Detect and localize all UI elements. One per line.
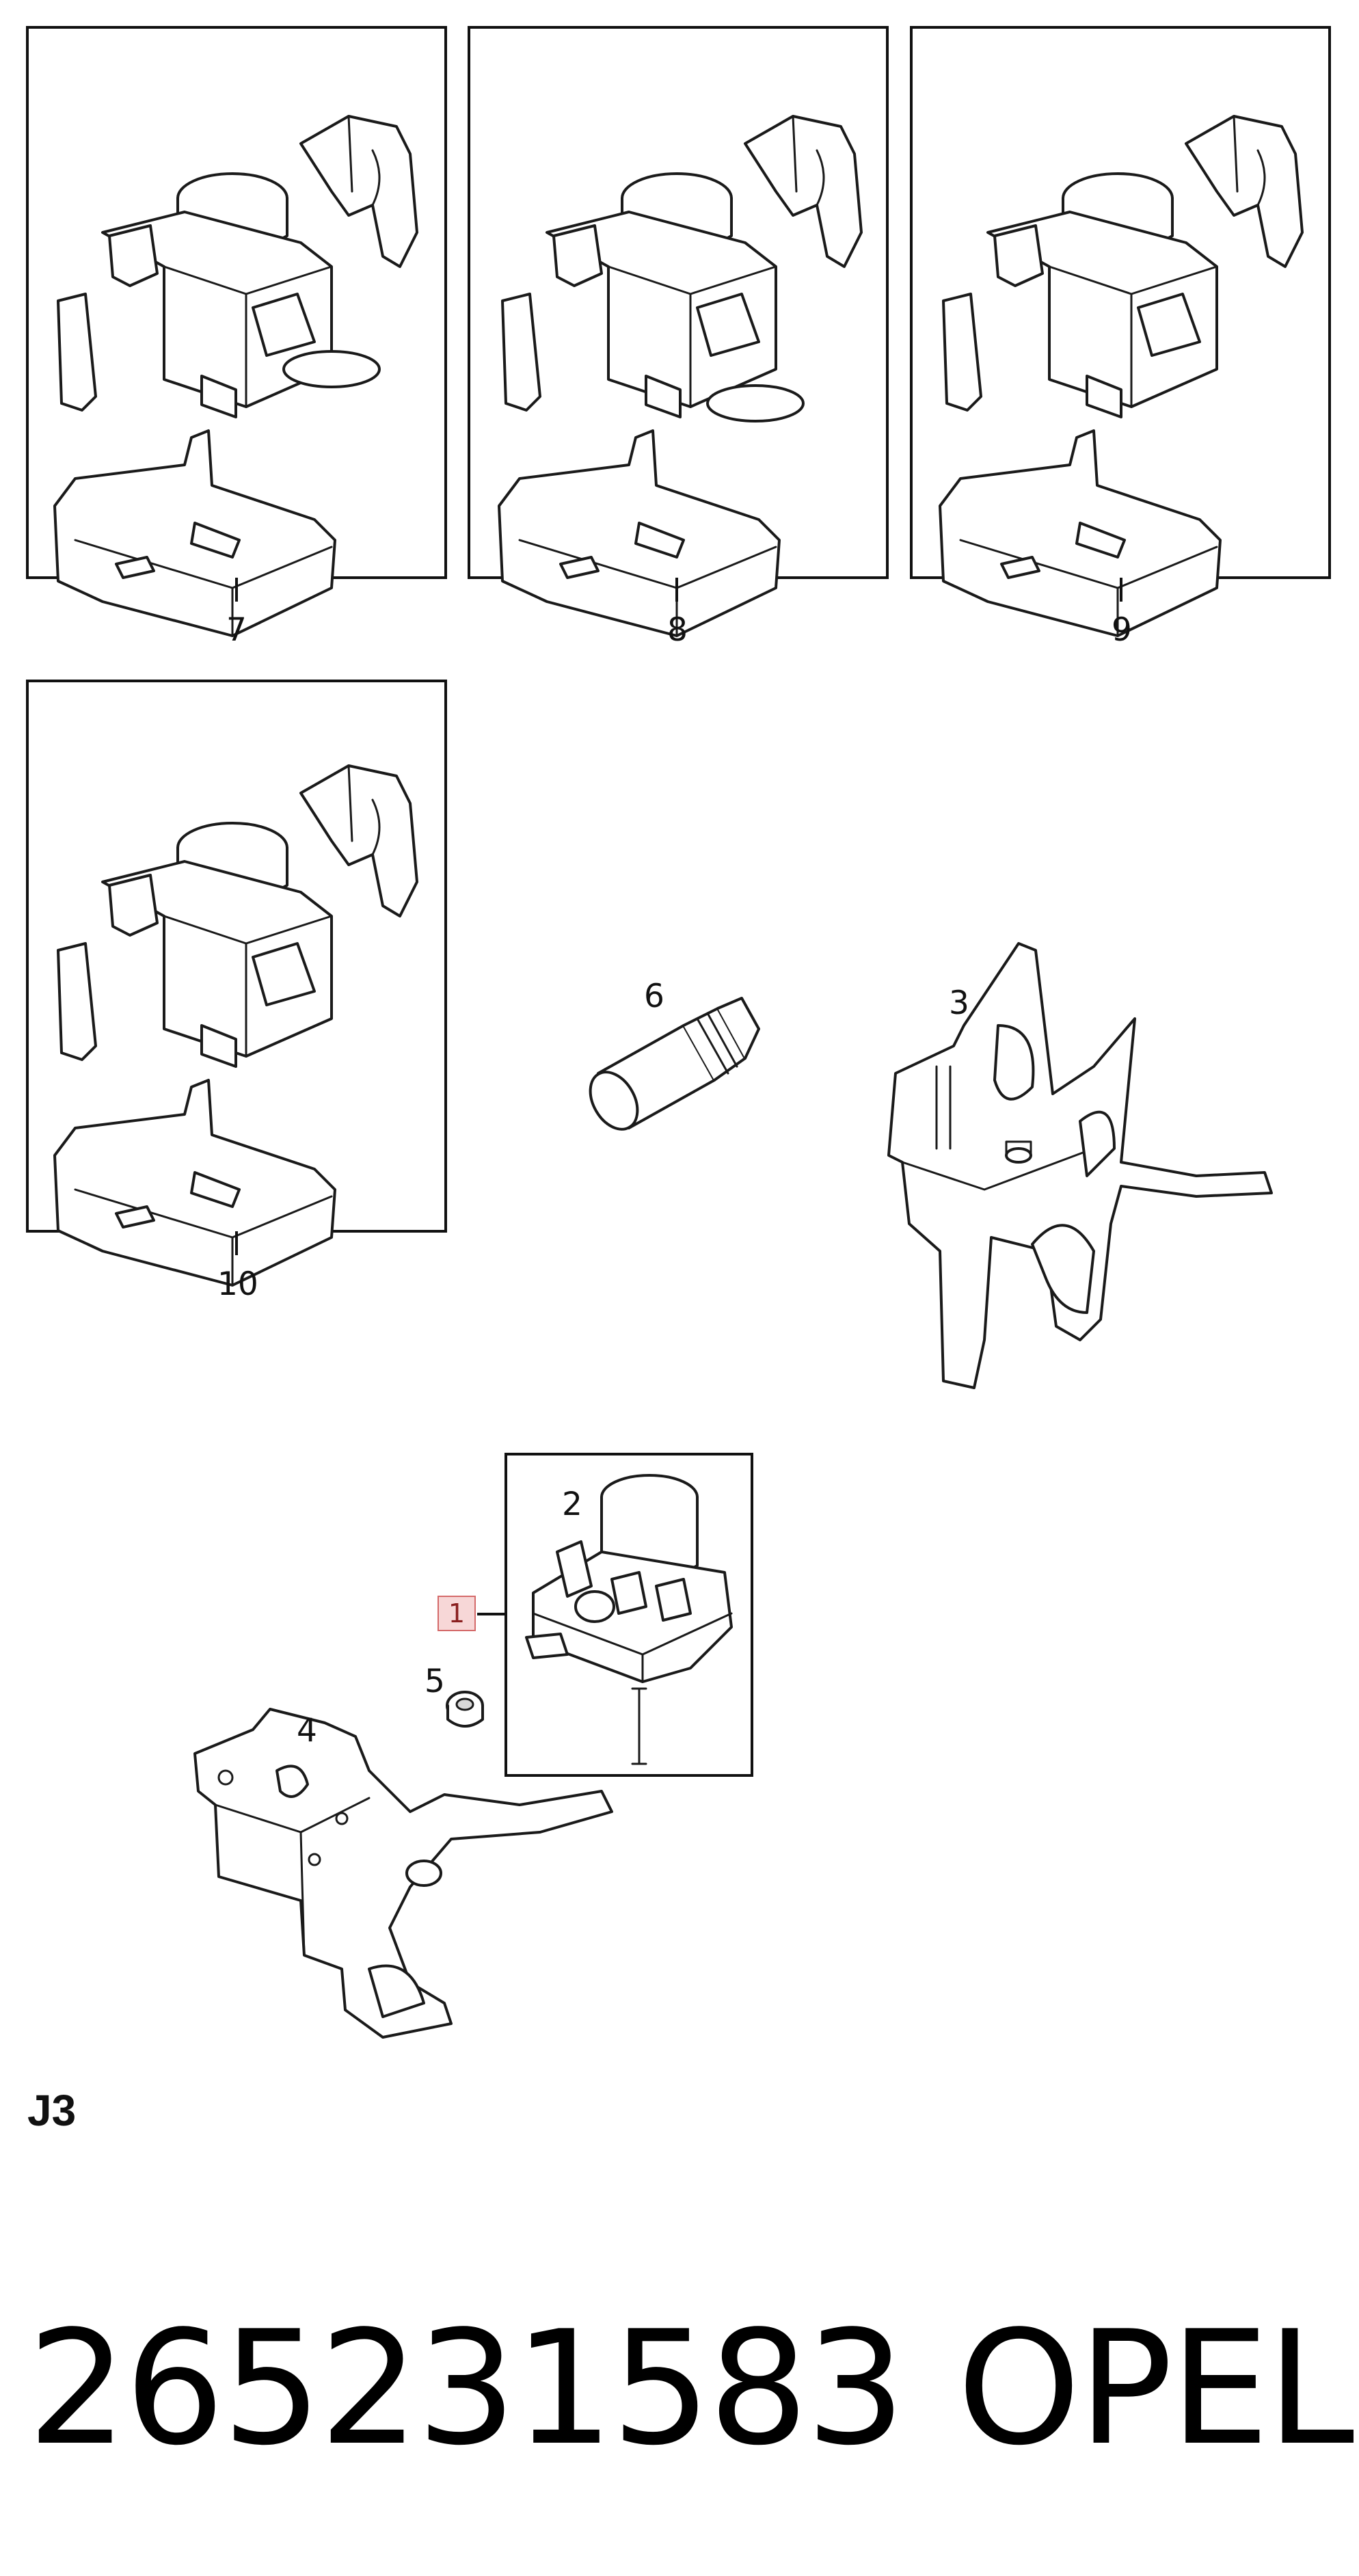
callout-7: 7 [226,611,247,649]
callout-8: 8 [667,611,688,649]
callout-5: 5 [425,1663,445,1700]
callout-4: 4 [297,1712,317,1749]
callout-1-highlighted: 1 [438,1596,476,1631]
brand-name: OPEL [957,2298,1354,2480]
callout-3: 3 [949,984,969,1022]
part-3-bracket [887,942,1273,1389]
part-6-sensor [589,997,760,1131]
part-5-grommet [446,1691,484,1728]
callout-6: 6 [644,978,664,1015]
part-2-abs-module [525,1474,733,1765]
callout-2: 2 [562,1486,582,1523]
part-number: 265231583 [27,2298,906,2480]
section-label: J3 [27,2086,77,2135]
callout-9: 9 [1112,611,1132,649]
callout-10: 10 [217,1265,258,1303]
part-4-bracket [193,1708,613,2039]
